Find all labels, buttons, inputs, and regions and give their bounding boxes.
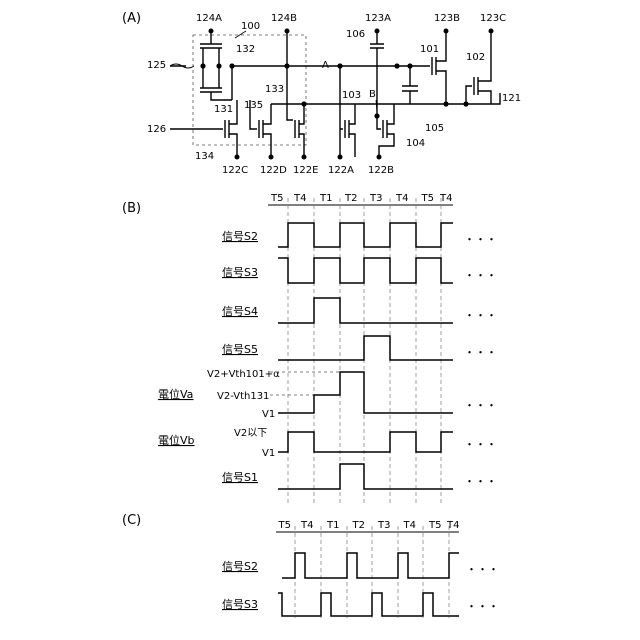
signal-s3-waveform <box>278 258 453 283</box>
potential-vb-waveform <box>278 432 453 452</box>
terminal-122e-label: 122E <box>293 165 318 176</box>
potential-va-ellipsis: ・・・ <box>464 399 497 412</box>
transistor-101 <box>410 31 446 104</box>
element-134-label: 134 <box>195 151 214 162</box>
terminal-125-label: 125 <box>147 60 166 71</box>
block-100-label: 100 <box>241 21 260 32</box>
junction-dot <box>200 63 205 68</box>
output-121-wire <box>466 93 500 104</box>
signal-s4-ellipsis: ・・・ <box>464 309 497 322</box>
phase-label-c-3: T2 <box>352 520 365 531</box>
terminal-123b-label: 123B <box>434 13 460 24</box>
va-level-mid: V2-Vth131 <box>217 391 269 402</box>
terminal-123c-label: 123C <box>480 13 506 24</box>
signal-s4-waveform <box>278 298 453 323</box>
transistor-103 <box>340 66 355 157</box>
junction-dot <box>301 101 306 106</box>
va-level-low: V1 <box>262 409 275 420</box>
element-135-label: 135 <box>244 100 263 111</box>
phase-label-c-1: T4 <box>300 520 313 531</box>
phase-label-c-5: T4 <box>403 520 416 531</box>
phase-label-b-5: T4 <box>395 193 408 204</box>
potential-va-label: 電位Va <box>158 387 193 401</box>
potential-va-waveform <box>278 372 453 413</box>
junction-dot <box>337 63 342 68</box>
capacitor-105 <box>402 66 418 104</box>
signal-s1-waveform <box>278 464 453 489</box>
phase-label-c-0: T5 <box>278 520 291 531</box>
element-133-label: 133 <box>265 84 284 95</box>
terminal-122b-label: 122B <box>368 165 394 176</box>
signal-s5-label: 信号S5 <box>222 343 258 356</box>
element-105-label: 105 <box>425 123 444 134</box>
circuit-diagram: 100 124A 124B 123A 123B 123C 125 126 121… <box>147 13 521 176</box>
element-131-label: 131 <box>214 104 233 115</box>
signal-c-s3-waveform <box>278 593 459 616</box>
transistor-133 <box>287 31 304 157</box>
terminal-121-label: 121 <box>502 93 521 104</box>
vb-level-high: V2以下 <box>234 428 267 439</box>
phase-label-c-4: T3 <box>377 520 390 531</box>
signal-s5-ellipsis: ・・・ <box>464 346 497 359</box>
phase-label-b-4: T3 <box>369 193 382 204</box>
terminal-126-label: 126 <box>147 124 166 135</box>
transistor-131 <box>200 66 232 100</box>
signal-c-s3-ellipsis: ・・・ <box>466 600 499 613</box>
terminal-122a-label: 122A <box>328 165 354 176</box>
potential-vb-label: 電位Vb <box>158 433 195 447</box>
va-level-high: V2+Vth101+α <box>207 369 280 380</box>
phase-label-b-2: T1 <box>319 193 332 204</box>
junction-dot <box>394 63 399 68</box>
element-106-symbol <box>370 31 384 116</box>
terminal-122d-label: 122D <box>260 165 287 176</box>
phase-label-b-3: T2 <box>344 193 357 204</box>
phase-label-c-6: T5 <box>428 520 441 531</box>
signal-c-s2-ellipsis: ・・・ <box>466 563 499 576</box>
signal-c-s3-label: 信号S3 <box>222 598 258 611</box>
signal-s5-waveform <box>278 336 453 360</box>
panel-label-b: (B) <box>122 201 141 216</box>
signal-s1-ellipsis: ・・・ <box>464 475 497 488</box>
phase-label-b-6: T5 <box>421 193 434 204</box>
phase-label-b-1: T4 <box>293 193 306 204</box>
terminal-124b-label: 124B <box>271 13 297 24</box>
timing-diagram-c: T5T4T1T2T3T4T5T4信号S2・・・信号S3・・・ <box>222 520 499 618</box>
node-b-label: B <box>369 89 376 100</box>
potential-vb-ellipsis: ・・・ <box>464 438 497 451</box>
element-104-label: 104 <box>406 138 425 149</box>
signal-c-s2-label: 信号S2 <box>222 560 258 573</box>
panel-label-c: (C) <box>122 513 141 528</box>
element-101-label: 101 <box>420 44 439 55</box>
signal-s1-label: 信号S1 <box>222 471 258 484</box>
transistor-132 <box>200 31 222 66</box>
signal-s3-ellipsis: ・・・ <box>464 269 497 282</box>
terminal-124a-label: 124A <box>196 13 222 24</box>
element-103-label: 103 <box>342 90 361 101</box>
signal-s3-label: 信号S3 <box>222 266 258 279</box>
junction-dot <box>284 63 289 68</box>
terminal-123a-label: 123A <box>365 13 391 24</box>
element-132-label: 132 <box>236 44 255 55</box>
transistor-102 <box>466 31 491 104</box>
block-100-leader <box>235 31 246 38</box>
junction-dot <box>216 63 221 68</box>
timing-diagram-b: T5T4T1T2T3T4T5T4信号S2・・・信号S3・・・信号S4・・・信号S… <box>158 193 497 505</box>
signal-s2-waveform <box>278 223 453 247</box>
terminal-122c-label: 122C <box>222 165 248 176</box>
phase-label-b-0: T5 <box>270 193 283 204</box>
panel-label-a: (A) <box>122 11 141 26</box>
element-102-label: 102 <box>466 52 485 63</box>
signal-s2-label: 信号S2 <box>222 230 258 243</box>
phase-label-c-7: T4 <box>446 520 459 531</box>
signal-s4-label: 信号S4 <box>222 305 258 318</box>
junction-dot <box>443 101 448 106</box>
vb-level-low: V1 <box>262 448 275 459</box>
signal-s2-ellipsis: ・・・ <box>464 233 497 246</box>
junction-dot <box>463 101 468 106</box>
signal-c-s2-waveform <box>282 553 459 578</box>
phase-label-c-2: T1 <box>326 520 339 531</box>
element-106-label: 106 <box>346 29 365 40</box>
transistor-104 <box>377 104 394 157</box>
